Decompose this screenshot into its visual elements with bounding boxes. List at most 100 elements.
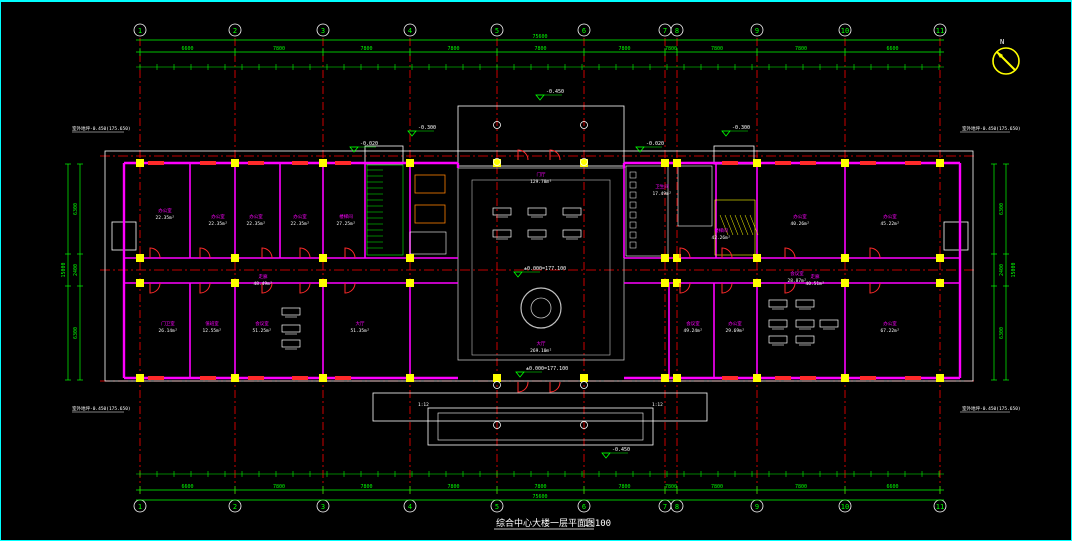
door-swing	[261, 247, 273, 259]
column	[936, 374, 944, 382]
toilet-block	[625, 165, 669, 257]
column	[936, 279, 944, 287]
south-steps	[427, 407, 654, 446]
north-arrow-icon: N	[992, 38, 1020, 75]
column	[319, 374, 327, 382]
room-area: 40.26m²	[791, 221, 810, 227]
axis-label-3: 3	[321, 503, 325, 511]
window	[775, 161, 791, 165]
axis-bubble-2	[228, 23, 242, 37]
desk	[795, 335, 815, 344]
column	[493, 159, 501, 167]
column	[580, 159, 588, 167]
axis-label-3: 3	[321, 27, 325, 35]
axis-label-11: 11	[936, 503, 944, 511]
entrance-elevation-bottom: -0.450	[612, 447, 630, 453]
window	[775, 376, 791, 380]
axis-label-7: 7	[663, 503, 667, 511]
room-area: 45.22m²	[881, 221, 900, 227]
room-area: 40.51m²	[806, 281, 825, 287]
column	[319, 254, 327, 262]
window	[148, 161, 164, 165]
toilet-fixture	[629, 231, 637, 239]
bottom-span-dim-text: 7800	[711, 484, 723, 490]
annotation-notes: 室外地坪-0.450(175.650) 室外地坪-0.450(175.650) 室外…	[72, 125, 1021, 413]
column	[319, 279, 327, 287]
desk	[492, 207, 512, 216]
side-elevation-ne-symbol	[721, 130, 731, 137]
desk	[527, 207, 547, 216]
window	[800, 161, 816, 165]
top-span-dim-text: 7800	[273, 46, 285, 52]
south-porch	[372, 392, 708, 422]
column	[661, 159, 669, 167]
room-name: 办公室	[883, 320, 897, 327]
door-swing	[199, 282, 211, 294]
main-floor-elevation-symbol	[513, 271, 523, 278]
door-swing	[149, 247, 161, 259]
round-column	[580, 381, 588, 389]
axis-label-2: 2	[233, 503, 237, 511]
top-span-dim-text: 7800	[447, 46, 459, 52]
room-area: 26.14m²	[159, 328, 178, 334]
bottom-span-dim-text: 7800	[447, 484, 459, 490]
column	[673, 254, 681, 262]
atrium-inner	[471, 179, 611, 356]
desk	[492, 229, 512, 238]
bottom-span-dim-text: 7800	[273, 484, 285, 490]
left-total-text: 15000	[61, 262, 67, 277]
room-area: 17.49m²	[653, 191, 672, 197]
room-area: 49.24m²	[684, 328, 703, 334]
round-column	[493, 421, 501, 429]
north-entrance-box	[457, 105, 625, 167]
axis-label-5: 5	[495, 503, 499, 511]
room-name: 大厅	[356, 320, 365, 327]
column	[841, 254, 849, 262]
window	[335, 376, 351, 380]
column	[661, 374, 669, 382]
column	[319, 159, 327, 167]
axis-label-9: 9	[755, 27, 759, 35]
stair-tread	[749, 214, 759, 236]
door-swing	[679, 282, 691, 294]
room-name: 会议室	[790, 270, 804, 277]
toilet-block-2	[677, 165, 713, 227]
west-stair-canopy	[364, 145, 404, 165]
door-swing	[261, 282, 273, 294]
room-area: 27.25m²	[337, 221, 356, 227]
toilet-fixture	[629, 221, 637, 229]
ramp-elevation-w: -0.020	[360, 141, 378, 147]
door-swing	[784, 282, 796, 294]
axis-label-2: 2	[233, 27, 237, 35]
column	[753, 279, 761, 287]
door-swing	[344, 247, 356, 259]
axis-label-5: 5	[495, 27, 499, 35]
door-swing	[199, 247, 211, 259]
axis-label-8: 8	[675, 503, 679, 511]
window	[248, 161, 264, 165]
stair-tread	[719, 214, 729, 236]
room-area: 22.35m²	[291, 221, 310, 227]
room-area: 22.35m²	[156, 215, 175, 221]
axis-bubble-5	[490, 23, 504, 37]
room-name: 会议室	[255, 320, 269, 327]
note-left-top: 室外地坪-0.450(175.650)	[72, 125, 131, 132]
axis-bubble-6	[577, 23, 591, 37]
column	[136, 254, 144, 262]
note-right-bottom: 室外地坪-0.450(175.650)	[962, 405, 1021, 412]
top-span-dim-text: 7800	[360, 46, 372, 52]
east-vestibule	[943, 221, 969, 251]
column	[936, 254, 944, 262]
note-right-top: 室外地坪-0.450(175.650)	[962, 125, 1021, 132]
room-area: 42.26m²	[712, 235, 731, 241]
outer-boundary	[104, 150, 974, 382]
main-floor-elevation: ±0.000=177.100	[524, 266, 566, 272]
desk	[819, 319, 839, 328]
fountain-inner	[530, 297, 552, 319]
top-span-dim-text: 7800	[665, 46, 677, 52]
toilet-fixture	[629, 191, 637, 199]
